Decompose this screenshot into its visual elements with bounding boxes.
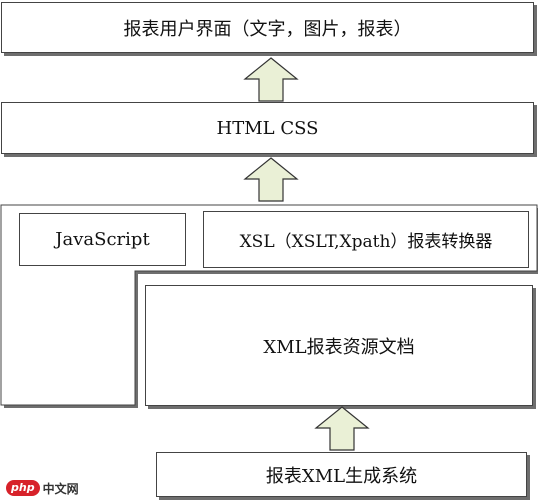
xml-generator-label: 报表XML生成系统 (265, 465, 418, 487)
html-css-label: HTML CSS (216, 117, 319, 139)
watermark-text: 中文网 (42, 481, 79, 496)
watermark-logo: php 中文网 (6, 479, 79, 497)
xml-resource-label: XML报表资源文档 (263, 336, 415, 358)
ui-layer-box: 报表用户界面（文字，图片，报表） (1, 2, 534, 53)
javascript-label: JavaScript (55, 229, 150, 250)
xsl-converter-box: XSL（XSLT,Xpath）报表转换器 (203, 211, 529, 268)
xml-resource-box: XML报表资源文档 (145, 285, 533, 406)
up-arrow-icon (314, 406, 370, 451)
xsl-converter-label: XSL（XSLT,Xpath）报表转换器 (239, 232, 493, 252)
javascript-box: JavaScript (19, 213, 186, 266)
ui-layer-label: 报表用户界面（文字，图片，报表） (123, 18, 412, 40)
html-css-box: HTML CSS (1, 102, 534, 154)
xml-generator-box: 报表XML生成系统 (156, 452, 527, 497)
up-arrow-icon (243, 57, 299, 102)
watermark-badge: php (6, 480, 40, 496)
up-arrow-icon (243, 157, 299, 202)
